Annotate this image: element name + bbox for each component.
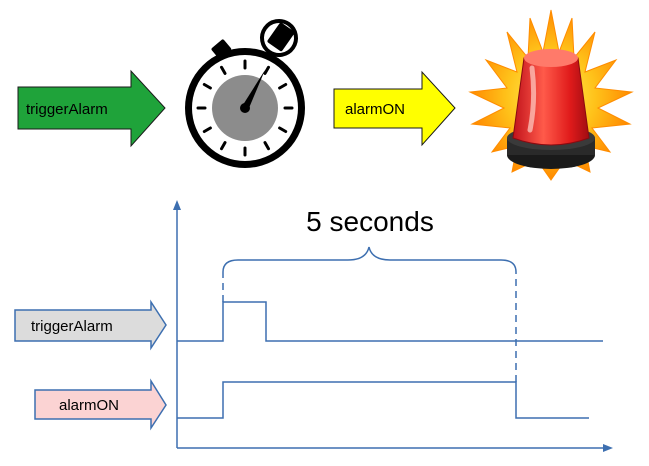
trigger-alarm-arrow-label: triggerAlarm: [26, 101, 108, 118]
alarm-on-arrow: alarmON: [333, 70, 456, 147]
alarm-on-signal-label: alarmON: [34, 378, 167, 431]
timing-diagram: 5 seconds triggerAlarm alarmON: [14, 200, 613, 452]
alarm-on-signal-arrow: [34, 378, 167, 431]
alarm-on-signal-text: alarmON: [59, 397, 119, 414]
trigger-alarm-arrow: triggerAlarm: [17, 69, 166, 148]
x-axis-arrowhead: [603, 444, 613, 452]
red-beacon-icon: [468, 9, 634, 181]
trigger-alarm-signal-arrow: [14, 299, 167, 351]
duration-label: 5 seconds: [306, 206, 434, 237]
alarm-on-signal: [177, 381, 589, 419]
alarm-on-arrow-label: alarmON: [345, 101, 405, 118]
trigger-alarm-signal-label: triggerAlarm: [14, 299, 167, 351]
trigger-alarm-arrow-shape: [17, 69, 166, 148]
y-axis-arrowhead: [173, 200, 181, 210]
duration-brace: [222, 246, 517, 273]
trigger-alarm-signal-text: triggerAlarm: [31, 318, 113, 335]
alarm-on-arrow-shape: [333, 70, 456, 147]
trigger-alarm-signal: [177, 301, 603, 342]
stopwatch-icon: [185, 19, 305, 168]
